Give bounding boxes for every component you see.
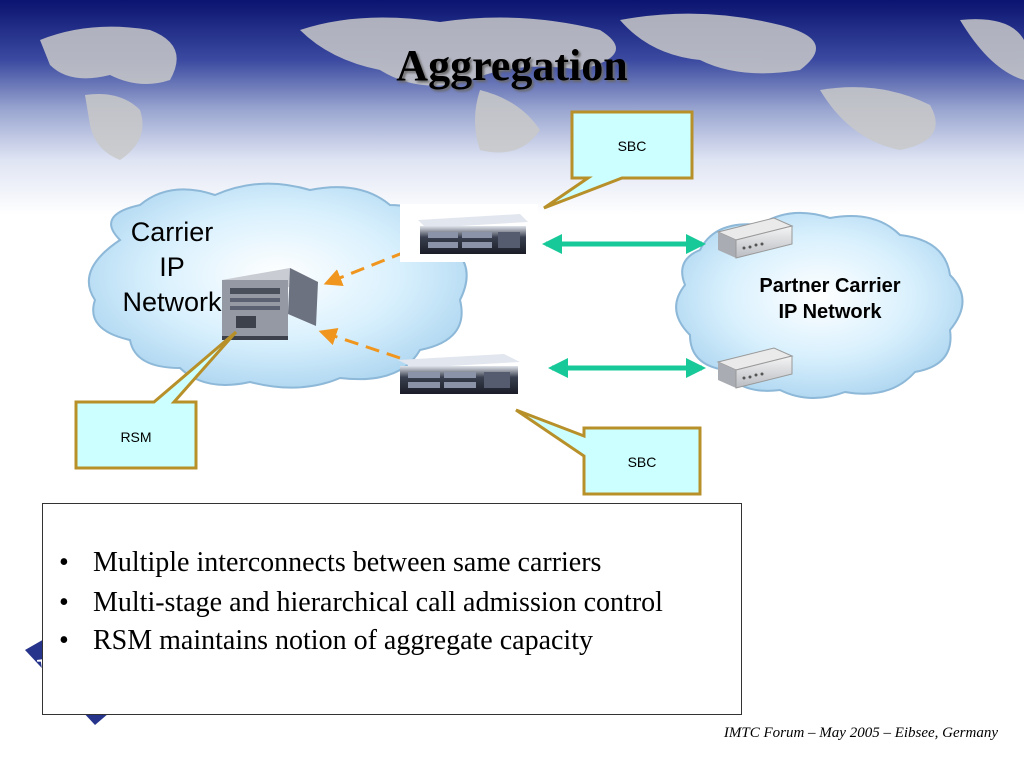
router-icon (716, 347, 794, 389)
sbc-bottom-callout (515, 408, 702, 496)
bullet-item: • Multi-stage and hierarchical call admis… (57, 588, 727, 618)
bullet-box: • Multiple interconnects between same car… (42, 503, 742, 715)
bullet-text: Multiple interconnects between same carr… (93, 547, 602, 578)
bullet-list: • Multiple interconnects between same car… (57, 548, 727, 666)
partner-label-line: Partner Carrier (759, 275, 901, 297)
carrier-cloud-label: Carrier IP Network (112, 215, 232, 320)
bullet-dot: • (59, 547, 69, 578)
rsm-callout (74, 330, 238, 470)
partner-cloud (675, 211, 964, 400)
signal-arrow-bottom (318, 328, 401, 360)
carrier-label-line: IP (159, 252, 185, 282)
slide-footer: IMTC Forum – May 2005 – Eibsee, Germany (723, 725, 998, 741)
partner-cloud-label: Partner Carrier IP Network (740, 273, 920, 325)
partner-label-line: IP Network (778, 301, 882, 323)
bullet-text: Multi-stage and hierarchical call admiss… (93, 587, 663, 618)
carrier-label-line: Carrier (130, 217, 214, 247)
network-diagram (74, 110, 964, 496)
bullet-dot: • (59, 587, 69, 618)
bullet-item: • RSM maintains notion of aggregate capac… (57, 626, 727, 656)
sbc-bottom-label: SBC (627, 454, 657, 470)
bullet-text: RSM maintains notion of aggregate capaci… (93, 625, 593, 656)
world-map-background (40, 13, 1024, 160)
sbc-top-label: SBC (617, 138, 647, 154)
router-icon (716, 217, 794, 259)
sbc-top-callout (543, 110, 694, 210)
rsm-server-icon (222, 268, 318, 340)
rsm-label: RSM (120, 429, 152, 445)
signal-arrow-top (323, 250, 406, 287)
bullet-dot: • (59, 625, 69, 656)
sbc-server-icon (400, 204, 538, 262)
slide-title: Aggregation (396, 41, 628, 90)
bullet-item: • Multiple interconnects between same car… (57, 548, 727, 578)
carrier-label-line: Network (122, 287, 222, 317)
sbc-server-icon (398, 354, 520, 394)
